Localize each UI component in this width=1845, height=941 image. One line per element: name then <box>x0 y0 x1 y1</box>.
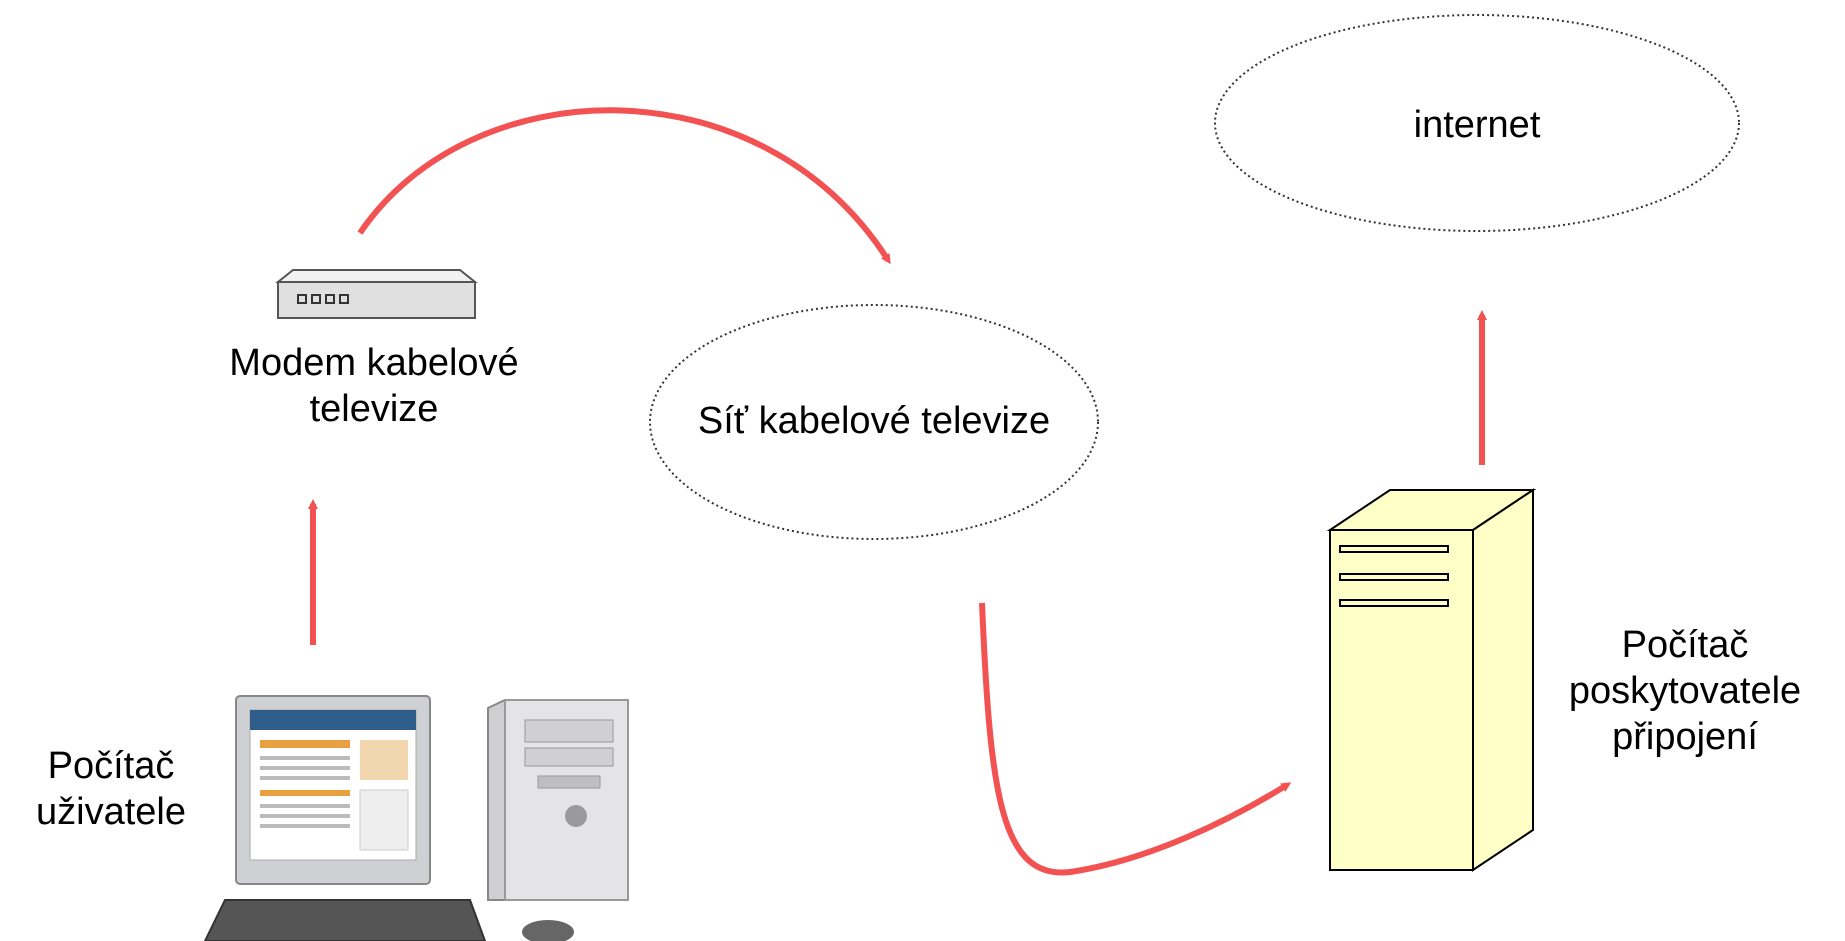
cable-network-label: Síť kabelové televize <box>697 400 1051 442</box>
modem-label: Modem kabelové televize <box>174 340 574 432</box>
provider-pc-label-line2: poskytovatele <box>1568 670 1802 712</box>
arrow-network-to-provider <box>979 602 1292 876</box>
provider-pc-label-line1: Počítač <box>1621 624 1749 666</box>
tower-server-icon <box>1326 488 1537 872</box>
cable-modem-icon <box>275 269 478 319</box>
modem-label-line1: Modem kabelové <box>229 342 519 384</box>
user-pc-label-line1: Počítač <box>47 745 175 787</box>
provider-pc-label-line3: připojení <box>1612 716 1758 758</box>
internet-label: internet <box>1413 104 1541 146</box>
arrow-modem-to-network <box>357 107 891 265</box>
internet-cloud <box>1214 14 1740 232</box>
cable-network-cloud <box>649 304 1099 540</box>
user-pc-label-line2: uživatele <box>36 791 186 833</box>
user-pc-label: Počítač uživatele <box>0 743 222 835</box>
flow-arrows <box>308 107 1487 876</box>
modem-label-line2: televize <box>309 388 439 430</box>
desktop-computer-icon <box>203 695 629 941</box>
provider-pc-label: Počítač poskytovatele připojení <box>1540 622 1830 760</box>
